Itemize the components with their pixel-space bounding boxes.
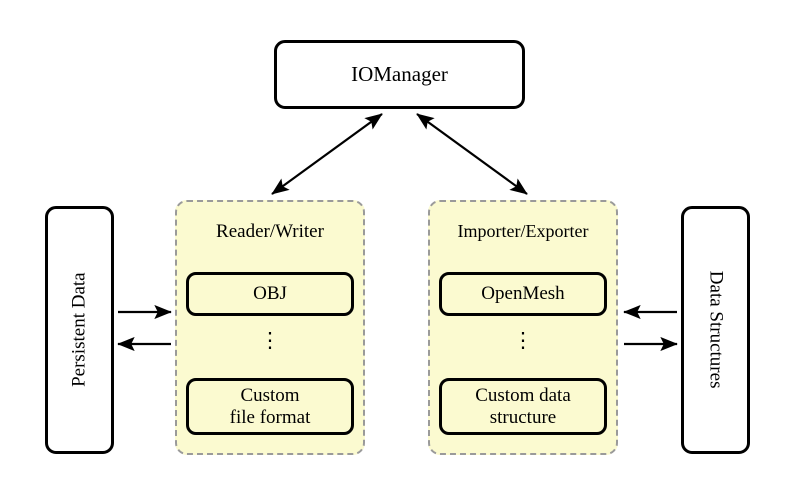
- arrow-manager-reader-writer: [271, 113, 383, 195]
- persistent-data-label: Persistent Data: [68, 272, 90, 388]
- node-openmesh: OpenMesh: [439, 272, 607, 316]
- node-openmesh-label: OpenMesh: [481, 283, 565, 305]
- ellipsis-importer-exporter: ⋮: [512, 328, 534, 352]
- arrow-manager-importer-exporter: [416, 113, 528, 195]
- ellipsis-reader-writer: ⋮: [259, 328, 281, 352]
- persistent-data-node: Persistent Data: [45, 206, 114, 454]
- node-obj-label: OBJ: [253, 283, 287, 305]
- iomanager-label: IOManager: [351, 61, 448, 86]
- node-obj: OBJ: [186, 272, 354, 316]
- iomanager-node: IOManager: [274, 40, 525, 109]
- group-importer-exporter-title: Importer/Exporter: [457, 221, 589, 241]
- data-structures-label: Data Structures: [705, 271, 727, 389]
- data-structures-node: Data Structures: [681, 206, 750, 454]
- group-reader-writer-title: Reader/Writer: [216, 221, 324, 242]
